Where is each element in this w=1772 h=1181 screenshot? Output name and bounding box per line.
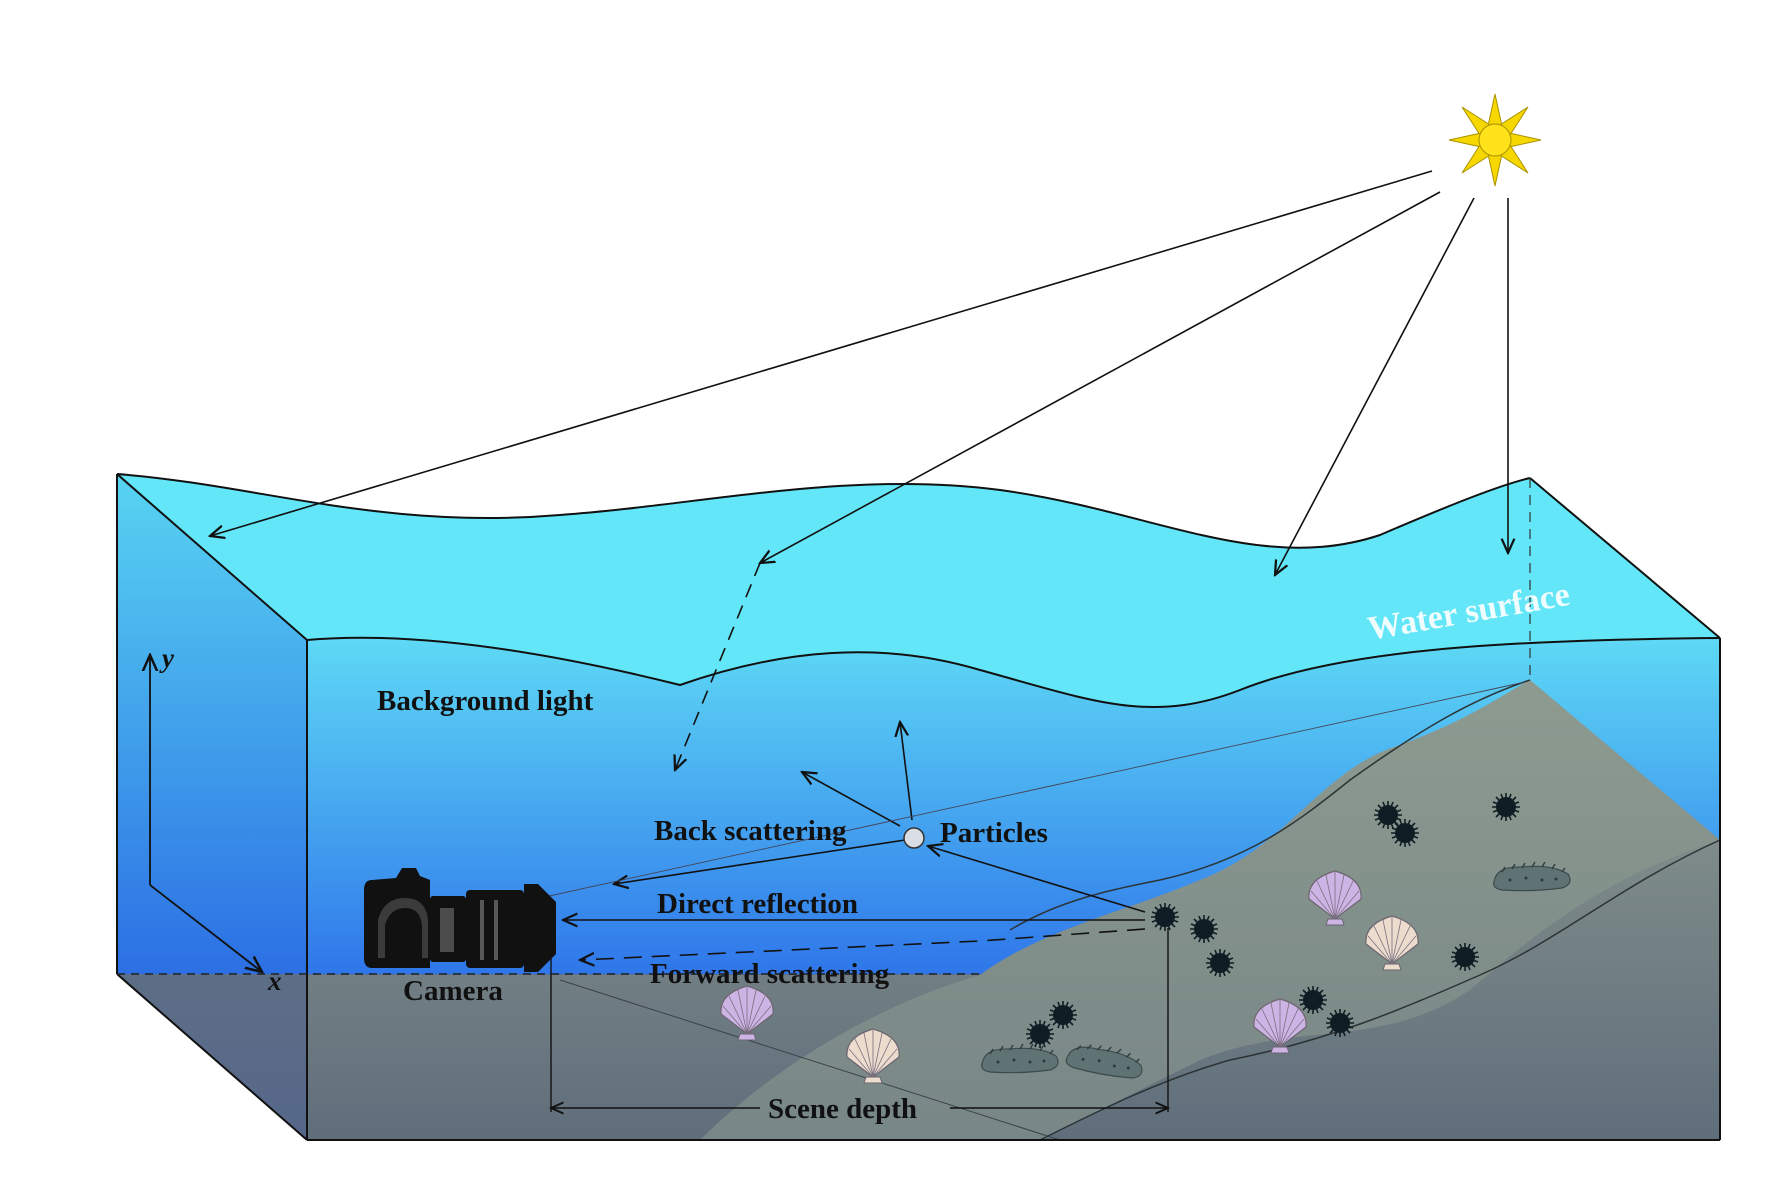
axes <box>150 655 262 972</box>
background-light-label: Background light <box>377 685 594 717</box>
light-paths <box>539 681 1526 960</box>
sea-urchin-icon <box>1189 914 1219 944</box>
sun-icon <box>1448 93 1542 187</box>
seabed <box>117 679 1721 1141</box>
seabed-far-slope <box>700 680 1720 1140</box>
sea-urchin-icon <box>1150 902 1180 932</box>
back-scattering-label: Back scattering <box>654 815 847 847</box>
camera-view-line <box>539 681 1526 899</box>
camera-icon <box>364 868 556 972</box>
box-outline <box>116 473 1721 1141</box>
back-scatter-arrow-left <box>802 772 901 827</box>
ray-to-left-surface <box>210 170 1433 536</box>
sunlight-rays <box>210 170 1508 770</box>
x-axis <box>149 884 262 972</box>
particle-to-camera-arrow <box>614 839 906 884</box>
forward-scatter-arrow <box>580 928 1146 960</box>
x-axis-label: x <box>267 966 282 996</box>
water-surface-face <box>117 474 1720 708</box>
object-to-particle-arrow <box>928 846 1146 913</box>
sea-urchin-icon <box>1298 985 1328 1015</box>
sea-urchin-icon <box>1325 1008 1355 1038</box>
sea-urchin-icon <box>1025 1019 1055 1049</box>
particle-icon <box>903 827 925 849</box>
scene-depth-bracket <box>551 928 1168 1112</box>
back-scatter-arrow-up <box>900 722 913 821</box>
particles-label: Particles <box>940 817 1048 849</box>
forward-scattering-label: Forward scattering <box>650 958 890 990</box>
sea-urchin-icon <box>1491 792 1521 822</box>
y-axis-label: y <box>159 643 175 673</box>
sea-urchin-icon <box>1205 948 1235 978</box>
ray-to-particles <box>760 191 1441 563</box>
direct-reflection-label: Direct reflection <box>657 888 858 920</box>
sea-urchin-icon <box>1048 1000 1078 1030</box>
ray-refracted-dashed <box>675 562 761 770</box>
sea-urchin-icon <box>1450 942 1480 972</box>
surface-near-edge <box>306 636 1721 709</box>
surface-far-edge <box>116 473 1531 549</box>
camera-label: Camera <box>403 975 503 1007</box>
sea-urchin-icon <box>1390 818 1420 848</box>
scene-depth-label: Scene depth <box>768 1093 917 1125</box>
seabed-diagonal <box>559 979 1061 1141</box>
seabed-front-edge <box>1039 839 1721 1141</box>
ray-to-mid-surface <box>1275 197 1475 575</box>
